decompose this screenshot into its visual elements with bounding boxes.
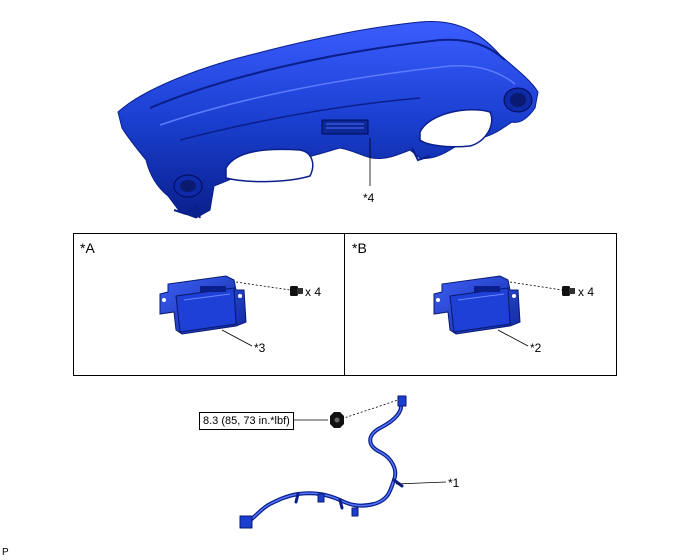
leader-harness-bolt <box>337 399 399 421</box>
torque-spec: 8.3 (85, 73 in.*lbf) <box>199 412 294 430</box>
bolt-icon <box>330 412 344 428</box>
callout-unit-a: *3 <box>254 341 266 355</box>
footer-mark: P <box>2 547 9 558</box>
instrument-panel <box>117 21 539 219</box>
callout-unit-b: *2 <box>530 341 542 355</box>
leader-unit-b-bolt <box>509 281 563 291</box>
quantity-b-bolts: x 4 <box>578 285 595 299</box>
callout-wire-harness: *1 <box>448 476 460 490</box>
unit-b <box>433 275 521 335</box>
leader-unit-a-bolt <box>235 281 291 291</box>
quantity-a-bolts: x 4 <box>305 285 322 299</box>
leader-unit-b <box>497 329 529 347</box>
unit-a <box>159 275 247 335</box>
leader-unit-a <box>221 329 253 347</box>
callout-instrument-panel: *4 <box>363 191 375 205</box>
bolt-icon <box>562 286 575 296</box>
wire-harness <box>239 395 407 529</box>
panel-b-frame <box>344 233 617 376</box>
bolt-icon <box>290 286 303 296</box>
panel-a-label: *A <box>80 240 95 256</box>
panel-b-label: *B <box>352 240 367 256</box>
leader-wire-harness <box>395 481 447 485</box>
